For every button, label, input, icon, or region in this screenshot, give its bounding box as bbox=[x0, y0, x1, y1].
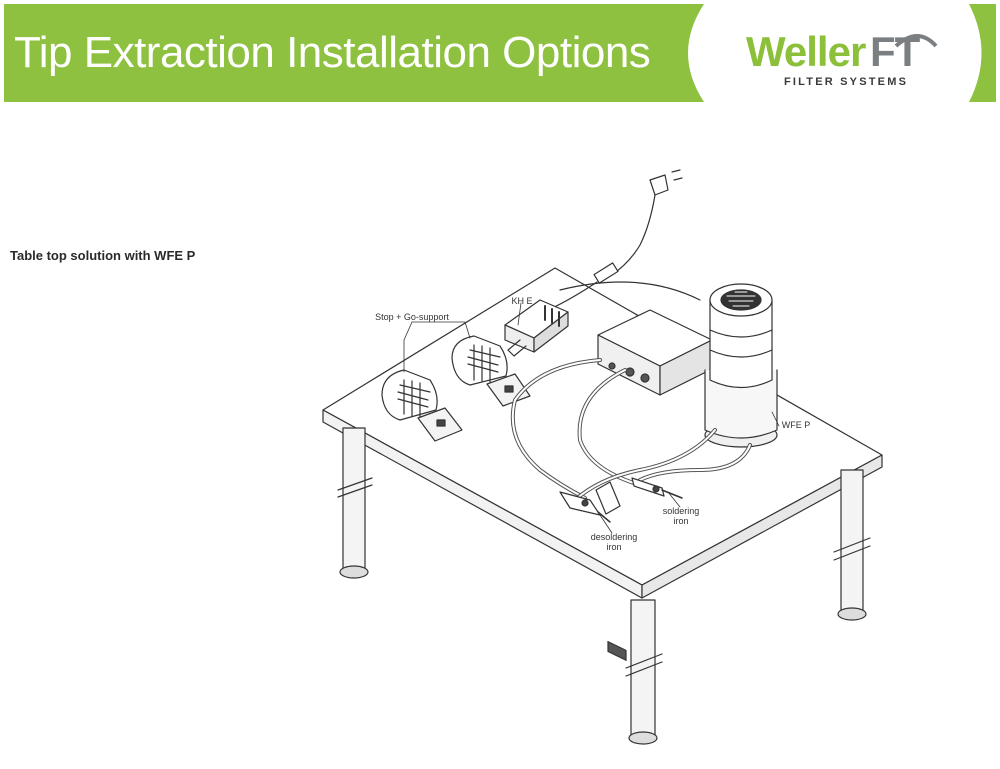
page-title: Tip Extraction Installation Options bbox=[14, 28, 651, 77]
table-leg-back-right bbox=[833, 469, 871, 621]
soldering-station bbox=[597, 309, 713, 661]
banner-background bbox=[4, 4, 996, 102]
label-stop-go-support: Stop + Go-support bbox=[375, 312, 449, 322]
header-banner: Tip Extraction Installation Options Well… bbox=[4, 4, 996, 102]
kh-e-adapter bbox=[504, 299, 569, 357]
label-wfe-p: WFE P bbox=[781, 420, 811, 430]
table-leg-front-right bbox=[625, 599, 663, 745]
label-kh-e: KH E bbox=[511, 296, 533, 306]
leader-lines bbox=[403, 302, 780, 534]
soldering-iron-tool bbox=[631, 477, 683, 499]
logo-tagline: FILTER SYSTEMS bbox=[784, 76, 909, 88]
weller-ft-logo: Weller FT FILTER SYSTEMS bbox=[746, 24, 946, 94]
desoldering-iron-tool bbox=[559, 481, 621, 523]
label-desoldering-iron: desoldering iron bbox=[590, 532, 638, 552]
logo-swoosh-icon bbox=[894, 34, 938, 48]
stop-go-support-left bbox=[381, 369, 463, 442]
wfe-p-unit bbox=[704, 283, 778, 448]
label-soldering-iron: soldering iron bbox=[662, 506, 700, 526]
logo-brand-primary: Weller bbox=[746, 28, 866, 75]
table-leg-front-left bbox=[337, 427, 373, 579]
section-subtitle: Table top solution with WFE P bbox=[10, 248, 196, 263]
stop-go-support-right bbox=[451, 335, 531, 407]
hoses bbox=[510, 281, 752, 502]
